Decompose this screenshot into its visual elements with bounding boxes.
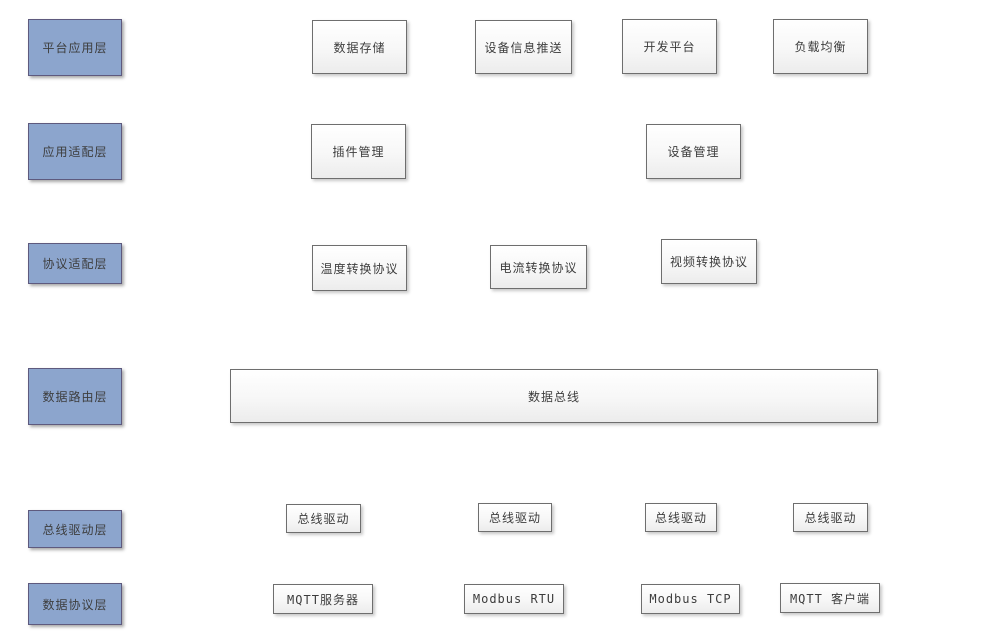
node-plugin-mgmt: 插件管理 — [311, 124, 406, 179]
node-load-balance: 负载均衡 — [773, 19, 868, 74]
node-bus-driver-1: 总线驱动 — [286, 504, 361, 533]
node-modbus-rtu: Modbus RTU — [464, 584, 564, 614]
node-video-protocol: 视频转换协议 — [661, 239, 757, 284]
node-current-protocol: 电流转换协议 — [490, 245, 587, 289]
node-device-info-push: 设备信息推送 — [475, 20, 572, 74]
node-temp-protocol: 温度转换协议 — [312, 245, 407, 291]
node-bus-driver-4: 总线驱动 — [793, 503, 868, 532]
layer-platform-application: 平台应用层 — [28, 19, 122, 76]
node-modbus-tcp: Modbus TCP — [641, 584, 740, 614]
node-bus-driver-2: 总线驱动 — [478, 503, 552, 532]
node-bus-driver-3: 总线驱动 — [645, 503, 717, 532]
node-data-bus: 数据总线 — [230, 369, 878, 423]
node-mqtt-client: MQTT 客户端 — [780, 583, 880, 613]
layer-protocol-adaptation: 协议适配层 — [28, 243, 122, 284]
layer-bus-driver: 总线驱动层 — [28, 510, 122, 548]
node-mqtt-server: MQTT服务器 — [273, 584, 373, 614]
node-dev-platform: 开发平台 — [622, 19, 717, 74]
layer-data-protocol: 数据协议层 — [28, 583, 122, 625]
node-device-mgmt: 设备管理 — [646, 124, 741, 179]
layer-data-routing: 数据路由层 — [28, 368, 122, 425]
layer-app-adaptation: 应用适配层 — [28, 123, 122, 180]
node-data-storage: 数据存储 — [312, 20, 407, 74]
